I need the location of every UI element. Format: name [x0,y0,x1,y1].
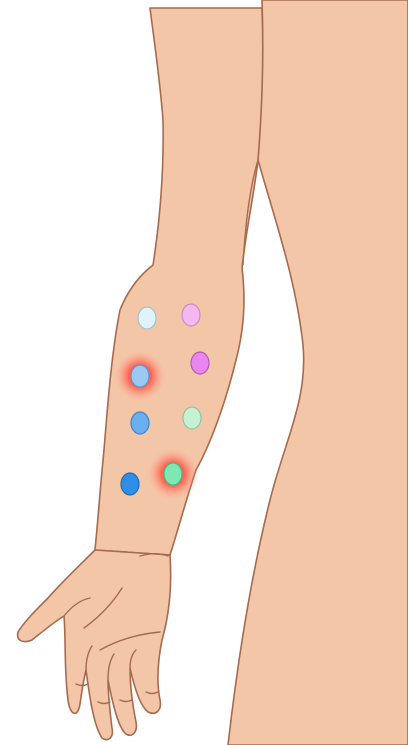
test-site-7 [121,473,139,495]
test-site-5 [131,412,149,434]
hand [18,550,171,740]
test-site-3 [131,365,149,387]
test-site-6 [183,407,201,429]
test-site-4 [191,352,209,374]
test-site-8 [164,463,182,485]
test-site-1 [138,307,156,329]
test-site-2 [182,304,200,326]
